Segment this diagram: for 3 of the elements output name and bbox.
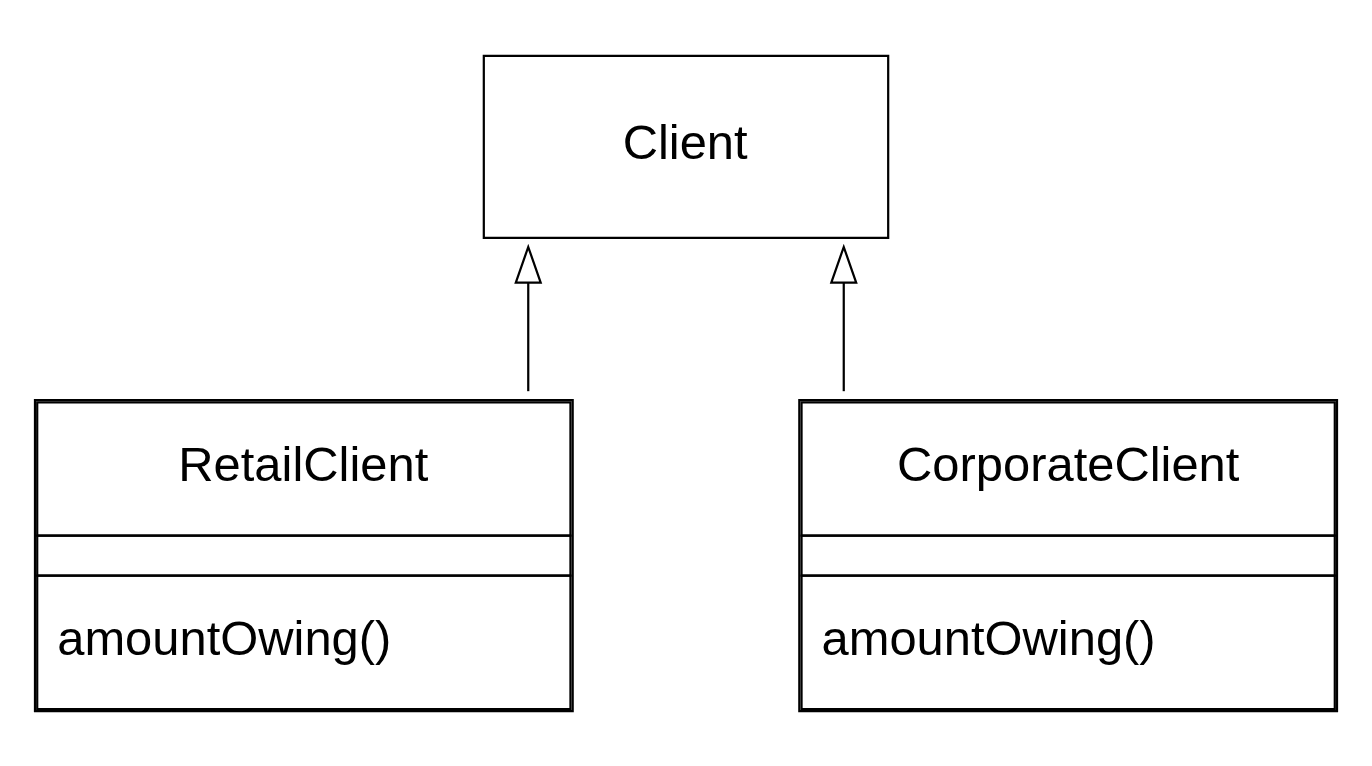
node-box: Client [482, 54, 890, 239]
arrow [514, 243, 543, 391]
arrow [829, 243, 858, 391]
